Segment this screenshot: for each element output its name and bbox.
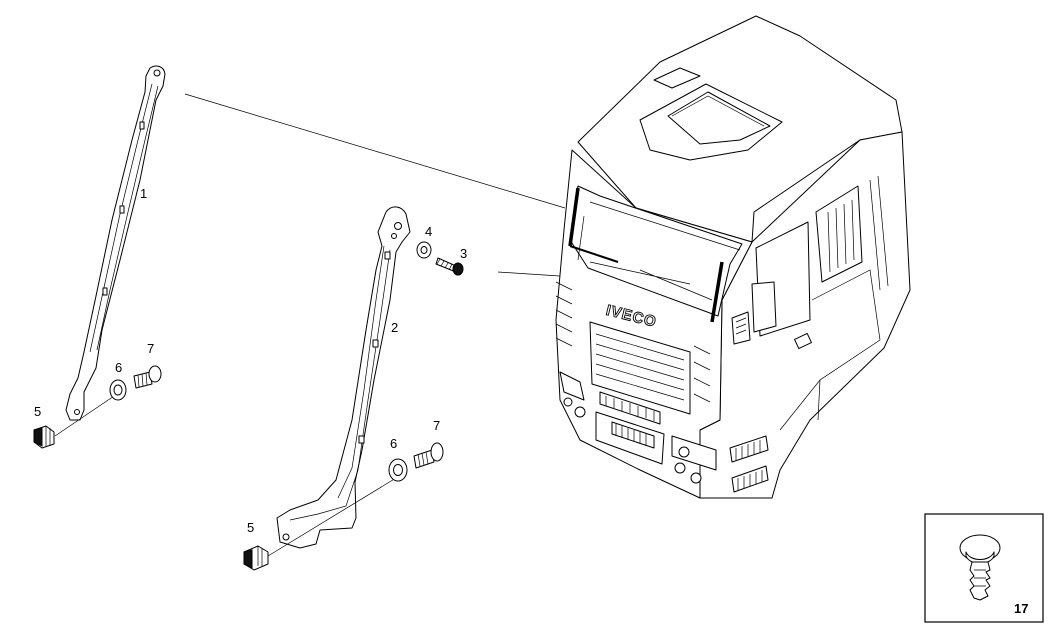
callout-17: 17 [1014,601,1028,616]
washer-part-4[interactable] [416,241,432,259]
callout-1: 1 [140,186,147,201]
callout-6b: 6 [390,436,397,451]
callout-5a: 5 [34,404,41,419]
clip-rivet-part-17[interactable] [959,534,1001,601]
callout-7a: 7 [147,341,154,356]
callout-2: 2 [391,320,398,335]
pillar-trim-part-2[interactable] [276,206,411,549]
screw-part-3[interactable] [435,257,464,276]
washer-part-6b[interactable] [388,458,408,482]
pillar-trim-part-1[interactable] [65,65,166,421]
pin-part-7b[interactable] [413,442,444,469]
callout-6a: 6 [115,360,122,375]
pin-part-7a[interactable] [133,365,162,389]
leader-line-part-1 [184,93,566,209]
leader-line-5a [54,391,121,437]
callout-7b: 7 [433,418,440,433]
clip-part-5a[interactable] [33,425,55,449]
callout-3: 3 [460,246,467,261]
callout-5b: 5 [247,520,254,535]
leader-line-5b [267,477,397,557]
truck-cab: IVECO [555,15,911,499]
callout-4: 4 [425,224,432,239]
inset-part-17 [924,513,1044,623]
washer-part-6a[interactable] [109,379,127,401]
clip-part-5b[interactable] [243,545,269,571]
